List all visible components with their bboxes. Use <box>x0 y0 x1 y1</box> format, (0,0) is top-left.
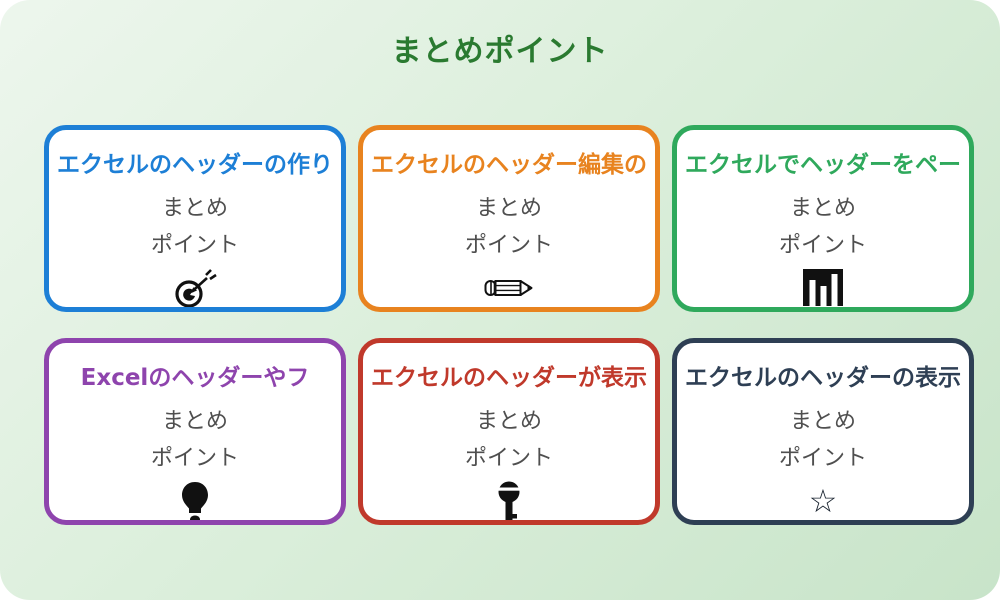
card-line-1: まとめ <box>161 409 228 434</box>
summary-card-3: エクセルでヘッダーをペー まとめ ポイント <box>672 125 974 312</box>
card-title: Excelのヘッダーやフ <box>80 365 310 391</box>
card-line-1: まとめ <box>789 409 856 434</box>
key-icon <box>496 481 522 520</box>
card-title: エクセルのヘッダーの表示 <box>685 365 961 391</box>
star-glyph: ☆ <box>808 481 838 520</box>
card-line-1: まとめ <box>161 196 228 221</box>
summary-card-6: エクセルのヘッダーの表示 まとめ ポイント ☆ <box>672 338 974 525</box>
card-line-2: ポイント <box>464 233 553 258</box>
summary-card-4: Excelのヘッダーやフ まとめ ポイント <box>44 338 346 525</box>
card-line-2: ポイント <box>150 446 239 471</box>
card-line-2: ポイント <box>778 233 867 258</box>
summary-card-5: エクセルのヘッダーが表示 まとめ ポイント <box>358 338 660 525</box>
pencil-icon <box>483 268 535 307</box>
page-title: まとめポイント <box>391 34 609 69</box>
bar-chart-icon <box>803 268 843 307</box>
card-line-2: ポイント <box>150 233 239 258</box>
summary-card-2: エクセルのヘッダー編集の まとめ ポイント <box>358 125 660 312</box>
card-title: エクセルのヘッダー編集の <box>371 152 647 178</box>
card-title: エクセルのヘッダーの作り <box>57 152 333 178</box>
target-icon <box>172 268 218 307</box>
card-line-1: まとめ <box>475 409 542 434</box>
star-icon: ☆ <box>809 481 838 520</box>
summary-card-1: エクセルのヘッダーの作り まとめ ポイント <box>44 125 346 312</box>
card-line-1: まとめ <box>475 196 542 221</box>
card-title: エクセルでヘッダーをペー <box>685 152 961 178</box>
card-line-2: ポイント <box>778 446 867 471</box>
card-line-2: ポイント <box>464 446 553 471</box>
card-line-1: まとめ <box>789 196 856 221</box>
card-title: エクセルのヘッダーが表示 <box>371 365 647 391</box>
card-grid: エクセルのヘッダーの作り まとめ ポイント エクセルのヘッダー編集の まとめ ポ… <box>44 125 974 525</box>
lightbulb-icon <box>180 481 210 520</box>
